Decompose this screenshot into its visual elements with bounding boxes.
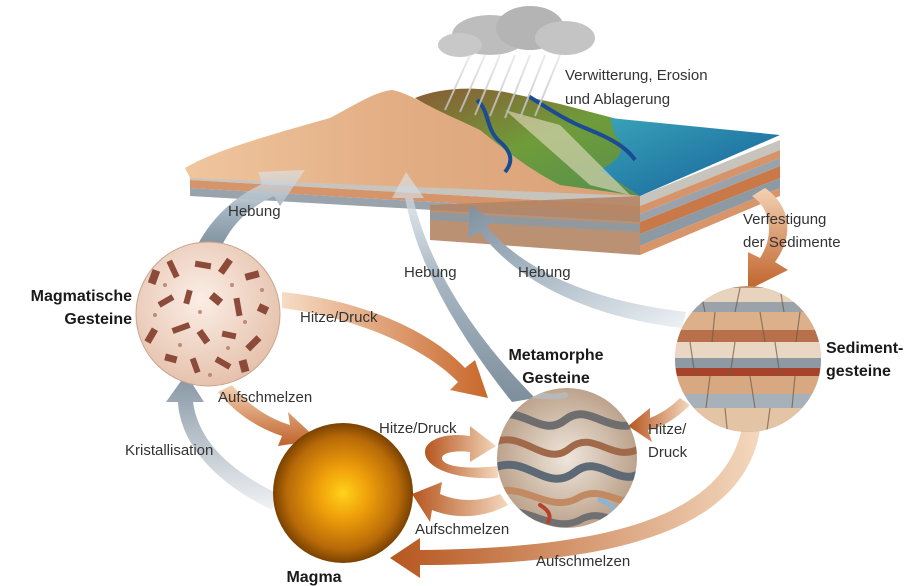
igneous-label-line2: Gesteine	[64, 311, 132, 328]
sedimentary-label-line1: Sediment-	[826, 340, 903, 357]
metamorphic-label-line2: Gesteine	[522, 370, 590, 387]
igneous-rock-node	[136, 242, 280, 386]
metamorphic-rock-node	[490, 388, 645, 530]
label-crystallization: Kristallisation	[125, 442, 213, 459]
sedimentary-rock-node	[670, 286, 830, 438]
label-heat-pressure-right-line2: Druck	[648, 444, 688, 461]
label-uplift-middle: Hebung	[404, 264, 457, 281]
metamorphic-label-line1: Metamorphe	[508, 347, 603, 364]
label-weathering-line2: und Ablagerung	[565, 91, 670, 108]
label-melting-bottom: Aufschmelzen	[536, 553, 630, 570]
magma-node	[273, 423, 413, 563]
label-uplift-right: Hebung	[518, 264, 571, 281]
label-heat-pressure-top: Hitze/Druck	[300, 309, 378, 326]
label-consolidation-line1: Verfestigung	[743, 211, 826, 228]
label-heat-pressure-middle: Hitze/Druck	[379, 420, 457, 437]
label-uplift-left: Hebung	[228, 203, 281, 220]
label-consolidation-line2: der Sedimente	[743, 234, 841, 251]
label-melting-middle: Aufschmelzen	[415, 521, 509, 538]
arrow-melt-metamorphic	[412, 482, 508, 522]
sedimentary-label-line2: gesteine	[826, 363, 891, 380]
label-melting-left: Aufschmelzen	[218, 389, 312, 406]
magma-label: Magma	[286, 569, 341, 586]
igneous-label-line1: Magmatische	[31, 288, 132, 305]
label-heat-pressure-right-line1: Hitze/	[648, 421, 687, 438]
label-weathering-line1: Verwitterung, Erosion	[565, 67, 708, 84]
